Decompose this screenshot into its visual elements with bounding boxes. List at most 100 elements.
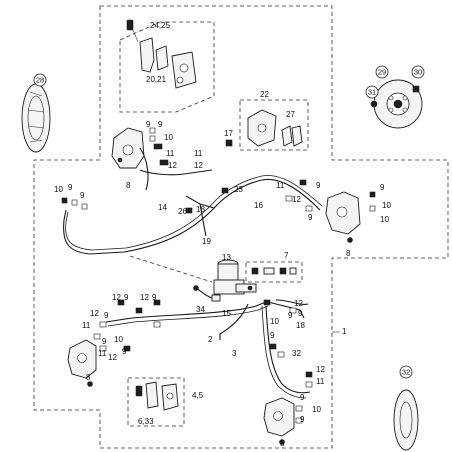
- rear-left-caliper: [67, 339, 97, 387]
- clutch-hose: [193, 285, 221, 302]
- fittings-bracket: [245, 261, 303, 283]
- callout-label: 15: [222, 309, 231, 318]
- callout-label: 8: [280, 439, 285, 448]
- callout-label: 19: [202, 237, 211, 246]
- callout-label: 18: [196, 205, 205, 214]
- pad-kit-rear-group: [127, 377, 185, 427]
- brake-pad-icon: [145, 381, 159, 409]
- screw-icon: [370, 100, 378, 108]
- callout-label: 14: [158, 203, 167, 212]
- caliper-bracket-group: [239, 99, 309, 151]
- callout-label: 20,21: [146, 75, 167, 84]
- brake-pad-icon: [291, 125, 303, 147]
- callout-label: 8: [86, 373, 91, 382]
- callout-label: 23: [234, 185, 243, 194]
- sensor-plug-icon: [126, 19, 134, 31]
- callout-label: 11: [82, 321, 91, 330]
- washer-icon: [305, 205, 313, 212]
- rear-right-caliper: [263, 397, 295, 445]
- circle-callout: 29: [378, 68, 386, 77]
- callout-label: 10: [270, 317, 279, 326]
- callout-label: 4,5: [192, 391, 204, 400]
- rear-brake-disc: [393, 389, 419, 451]
- banjo-bolt-icon: [159, 159, 169, 166]
- callout-label: 12: [90, 309, 99, 318]
- callout-label: 9: [300, 415, 305, 424]
- callout-label: 9: [124, 293, 129, 302]
- callout-label: 9: [68, 183, 73, 192]
- callout-label: 9: [270, 331, 275, 340]
- fittings: [61, 127, 376, 424]
- banjo-bolt-icon: [61, 197, 68, 204]
- banjo-bolt-icon: [221, 187, 229, 194]
- front-right-brake-disc: [370, 79, 423, 129]
- callout-label: 12: [292, 195, 301, 204]
- circle-callouts: 28 29 30 31 32: [33, 65, 425, 379]
- callout-label: 12: [316, 365, 325, 374]
- bolt-icon: [412, 85, 420, 93]
- callout-label: 9: [102, 337, 107, 346]
- callout-label: 11: [98, 349, 107, 358]
- callout-label: 26: [178, 207, 187, 216]
- assembly-outline: [33, 5, 449, 449]
- washer-icon: [71, 199, 78, 206]
- callout-label: 12: [140, 293, 149, 302]
- callout-label: 17: [224, 129, 233, 138]
- washer-icon: [81, 203, 88, 210]
- callout-label: 24,25: [150, 21, 171, 30]
- banjo-bolt-icon: [153, 143, 163, 150]
- callout-label: 8: [126, 181, 131, 190]
- callout-label: 11: [166, 149, 175, 158]
- banjo-bolt-icon: [299, 179, 307, 186]
- callout-label: 3: [232, 349, 237, 358]
- callout-label: 34: [196, 305, 205, 314]
- brake-disc-icon: [393, 389, 419, 451]
- pad-kit-front-group: [119, 19, 215, 113]
- brake-pad-icon: [155, 45, 169, 71]
- callout-label: 13: [222, 253, 231, 262]
- circle-callout: 30: [414, 68, 422, 77]
- master-cylinder: [213, 259, 257, 295]
- brake-pad-icon: [281, 125, 293, 147]
- washer-icon: [369, 205, 376, 212]
- washer-icon: [285, 195, 293, 202]
- callout-label: 9: [122, 347, 127, 356]
- callout-label: 6,33: [138, 417, 154, 426]
- callout-label: 9: [158, 120, 163, 129]
- callout-label: 11: [194, 149, 203, 158]
- callout-label: 1: [342, 327, 347, 336]
- callout-label: 18: [296, 321, 305, 330]
- callout-label: 10: [312, 405, 321, 414]
- callout-label: 9: [316, 181, 321, 190]
- callout-label: 12: [168, 161, 177, 170]
- callout-label: 11: [276, 181, 285, 190]
- circle-callout: 28: [36, 76, 44, 85]
- callout-label: 10: [114, 335, 123, 344]
- callout-label: 9: [104, 311, 109, 320]
- callout-label: 9: [298, 309, 303, 318]
- callout-label: 10: [164, 133, 173, 142]
- callout-label: 11: [316, 377, 325, 386]
- washer-icon: [149, 135, 156, 142]
- banjo-bolt-icon: [185, 207, 193, 214]
- rear-brake-lines: [105, 299, 311, 399]
- callout-label: 7: [284, 251, 289, 260]
- callout-label: 16: [254, 201, 263, 210]
- callout-label: 9: [288, 311, 293, 320]
- callout-label: 9: [152, 293, 157, 302]
- callout-label: 12: [112, 293, 121, 302]
- front-brake-lines: [63, 147, 323, 283]
- callout-label: 10: [380, 215, 389, 224]
- callout-label: 9: [80, 191, 85, 200]
- callout-label: 12: [194, 161, 203, 170]
- callout-label: 9: [308, 213, 313, 222]
- callout-label: 8: [346, 249, 351, 258]
- front-left-caliper: [111, 127, 145, 169]
- bolt-icon: [225, 139, 233, 147]
- front-right-caliper: [325, 191, 361, 243]
- brake-pad-icon: [139, 37, 155, 73]
- callout-label: 2: [208, 335, 213, 344]
- callout-label: 10: [54, 185, 63, 194]
- callout-label: 9: [300, 393, 305, 402]
